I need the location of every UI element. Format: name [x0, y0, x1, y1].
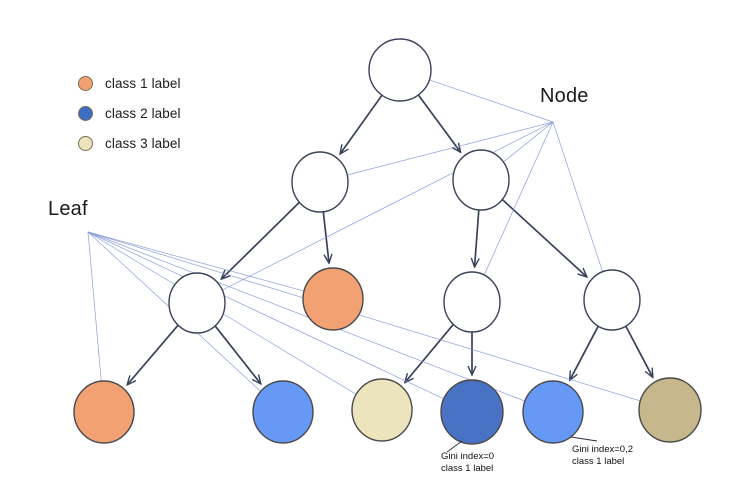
tree-leaf-circle[interactable]	[73, 380, 135, 444]
tree-edge	[501, 198, 586, 277]
gini-annotation-2: Gini index=0,2 class 1 label	[572, 444, 633, 468]
node-pointer-line	[552, 121, 603, 272]
leaf-pointer-line	[87, 231, 641, 402]
legend-item-label: class 1 label	[105, 75, 181, 91]
gini-annotation-1-line1: Gini index=0	[441, 451, 495, 462]
gini-annotation-1: Gini index=0 class 1 label	[441, 451, 494, 475]
tree-node-circle[interactable]	[452, 149, 510, 211]
node-pointer-line	[503, 121, 554, 163]
tree-leaf-circle[interactable]	[440, 379, 504, 445]
tree-edge	[417, 94, 460, 152]
annotation-leader-line	[446, 440, 463, 453]
edges-layer	[128, 94, 653, 384]
tree-edge	[214, 325, 260, 383]
tree-edge	[625, 325, 653, 376]
tree-edge	[475, 209, 479, 266]
class-3-swatch-icon	[78, 135, 93, 151]
legend-item: class 2 label	[78, 98, 181, 128]
legend-item-label: class 3 label	[105, 135, 181, 151]
node-callout-label: Node	[540, 85, 589, 107]
legend-item: class 1 label	[78, 68, 181, 98]
pointer-lines-layer	[87, 79, 641, 402]
tree-edge	[128, 324, 179, 384]
tree-leaf-circle[interactable]	[522, 380, 584, 444]
node-pointer-line	[429, 79, 554, 123]
tree-node-circle[interactable]	[168, 272, 226, 334]
node-pointer-line	[483, 121, 554, 276]
tree-leaf-circle[interactable]	[302, 267, 364, 331]
leaf-callout-label: Leaf	[48, 198, 88, 220]
gini-annotation-1-line2: class 1 label	[441, 462, 494, 474]
tree-node-circle[interactable]	[443, 271, 501, 333]
tree-leaf-circle[interactable]	[252, 380, 314, 444]
tree-node-circle[interactable]	[291, 151, 349, 213]
nodes-layer	[73, 38, 702, 453]
node-pointer-line	[347, 121, 554, 176]
tree-leaf-circle[interactable]	[638, 377, 702, 443]
leaf-pointer-line	[87, 231, 305, 292]
tree-edge	[341, 94, 383, 153]
annotation-leader-line	[570, 436, 598, 442]
node-pointer-line	[222, 121, 554, 291]
gini-annotation-2-line1: Gini index=0,2	[572, 444, 633, 455]
legend: class 1 label class 2 label class 3 labe…	[78, 68, 181, 158]
legend-item: class 3 label	[78, 128, 181, 158]
gini-annotation-2-line2: class 1 label	[572, 455, 625, 467]
tree-leaf-circle[interactable]	[351, 378, 413, 442]
legend-item-label: class 2 label	[105, 105, 181, 121]
tree-edge	[570, 325, 599, 379]
class-2-swatch-icon	[78, 105, 93, 121]
tree-node-circle[interactable]	[583, 269, 641, 331]
tree-edge	[222, 201, 300, 278]
class-1-swatch-icon	[78, 75, 93, 91]
leaf-pointer-line	[87, 231, 526, 402]
leaf-pointer-line	[87, 231, 102, 382]
leaf-pointer-line	[87, 231, 444, 400]
tree-edge	[405, 323, 454, 381]
tree-node-circle[interactable]	[368, 38, 432, 102]
